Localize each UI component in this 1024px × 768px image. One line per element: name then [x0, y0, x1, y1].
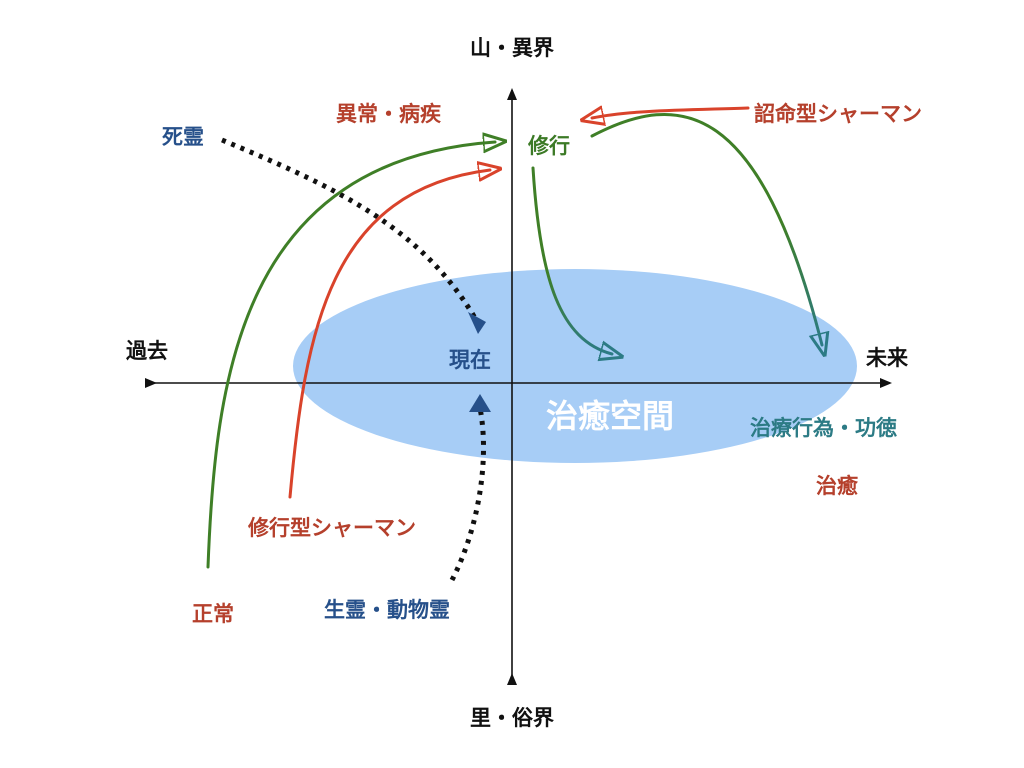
ascetic-shaman-arrow — [288, 170, 490, 499]
living-animal-spirit-label: 生霊・動物霊 — [324, 598, 450, 622]
living-spirit-arrowhead — [469, 394, 491, 412]
dead-spirit-arrow — [221, 137, 478, 320]
healing-label: 治癒 — [816, 474, 858, 498]
axis-left-label: 過去 — [126, 339, 168, 363]
healing-space-label: 治癒空間 — [546, 397, 675, 435]
axis-bottom-label: 里・俗界 — [470, 706, 554, 730]
abnormal-illness-label: 異常・病疾 — [336, 102, 441, 126]
practice-to-healing-arrow — [531, 166, 612, 354]
healing-space-ellipse — [293, 269, 857, 463]
dead-spirit-label: 死霊 — [162, 125, 204, 149]
ascetic-shaman-label: 修行型シャーマン — [248, 516, 416, 540]
axis-top-label: 山・異界 — [470, 36, 554, 60]
practice-to-healing-acts-arrow — [590, 112, 822, 345]
calling-shaman-arrow — [592, 108, 750, 118]
ascetic-practice-label: 修行 — [528, 134, 570, 158]
normal-label: 正常 — [192, 602, 234, 626]
present-label: 現在 — [449, 348, 491, 372]
dead-spirit-arrowhead — [468, 312, 486, 334]
calling-shaman-label: 詔命型シャーマン — [754, 102, 922, 126]
living-spirit-arrow — [449, 407, 486, 582]
axis-right-label: 未来 — [866, 346, 908, 370]
normal-to-abnormal-arrow — [206, 142, 495, 569]
healing-acts-label: 治療行為・功徳 — [750, 416, 897, 440]
